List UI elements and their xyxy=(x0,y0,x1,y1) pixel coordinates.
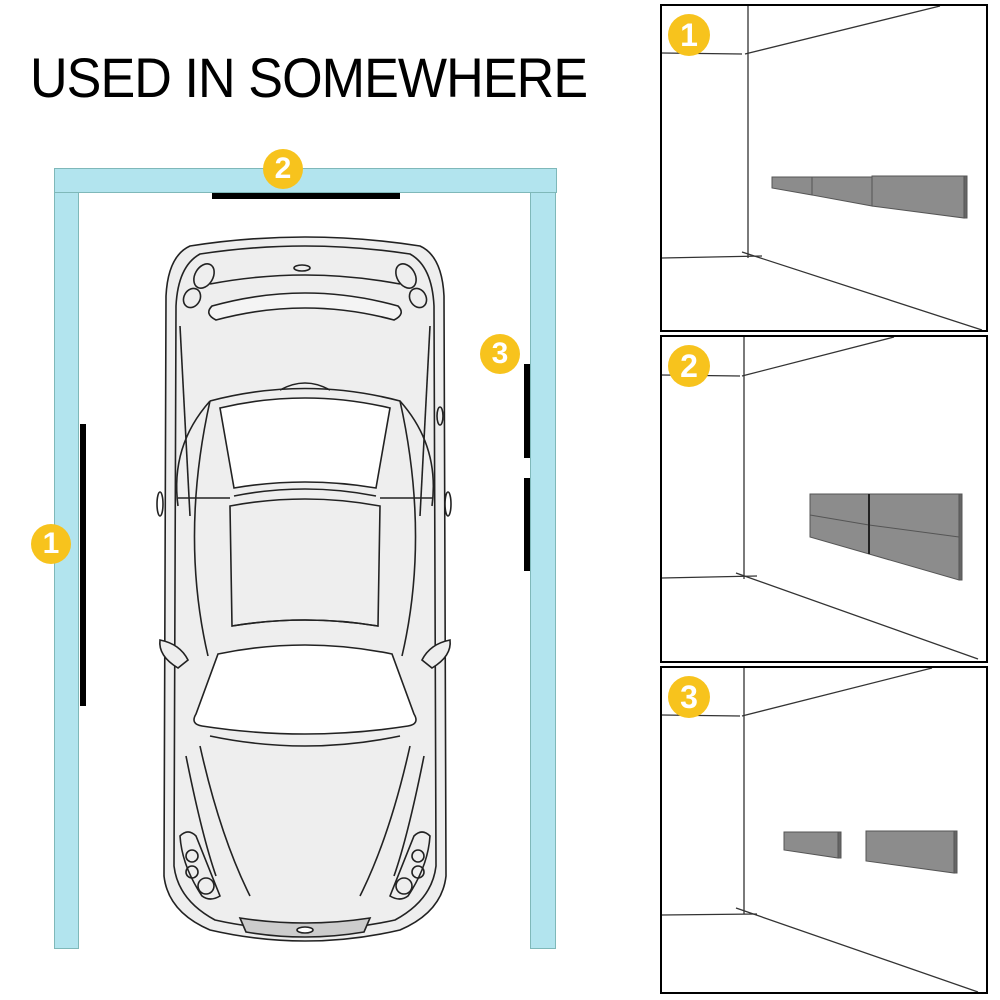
room-perspective-icon xyxy=(662,6,983,330)
panel-badge-2: 2 xyxy=(668,345,710,387)
left-wall-strip xyxy=(80,424,86,706)
example-panel-1: 1 xyxy=(660,4,988,332)
left-wall xyxy=(54,192,79,949)
right-wall-strip-upper xyxy=(524,364,530,458)
panel-badge-1: 1 xyxy=(668,14,710,56)
marker-badge-2: 2 xyxy=(263,149,303,189)
front-wall-strip xyxy=(212,193,400,199)
right-wall-strip-lower xyxy=(524,478,530,571)
foam-strip xyxy=(783,830,958,874)
example-panel-2: 2 xyxy=(660,335,988,663)
room-perspective-icon xyxy=(662,337,979,660)
marker-badge-1: 1 xyxy=(31,524,71,564)
car-top-view-icon xyxy=(156,236,452,942)
marker-badge-3: 3 xyxy=(480,334,520,374)
right-wall xyxy=(530,192,556,949)
example-panel-3: 3 xyxy=(660,666,988,994)
panel-badge-3: 3 xyxy=(668,676,710,718)
page-title: USED IN SOMEWHERE xyxy=(30,46,588,109)
front-wall xyxy=(54,168,557,193)
foam-strip xyxy=(771,175,968,219)
foam-strip xyxy=(809,493,963,581)
room-perspective-icon xyxy=(662,668,979,992)
